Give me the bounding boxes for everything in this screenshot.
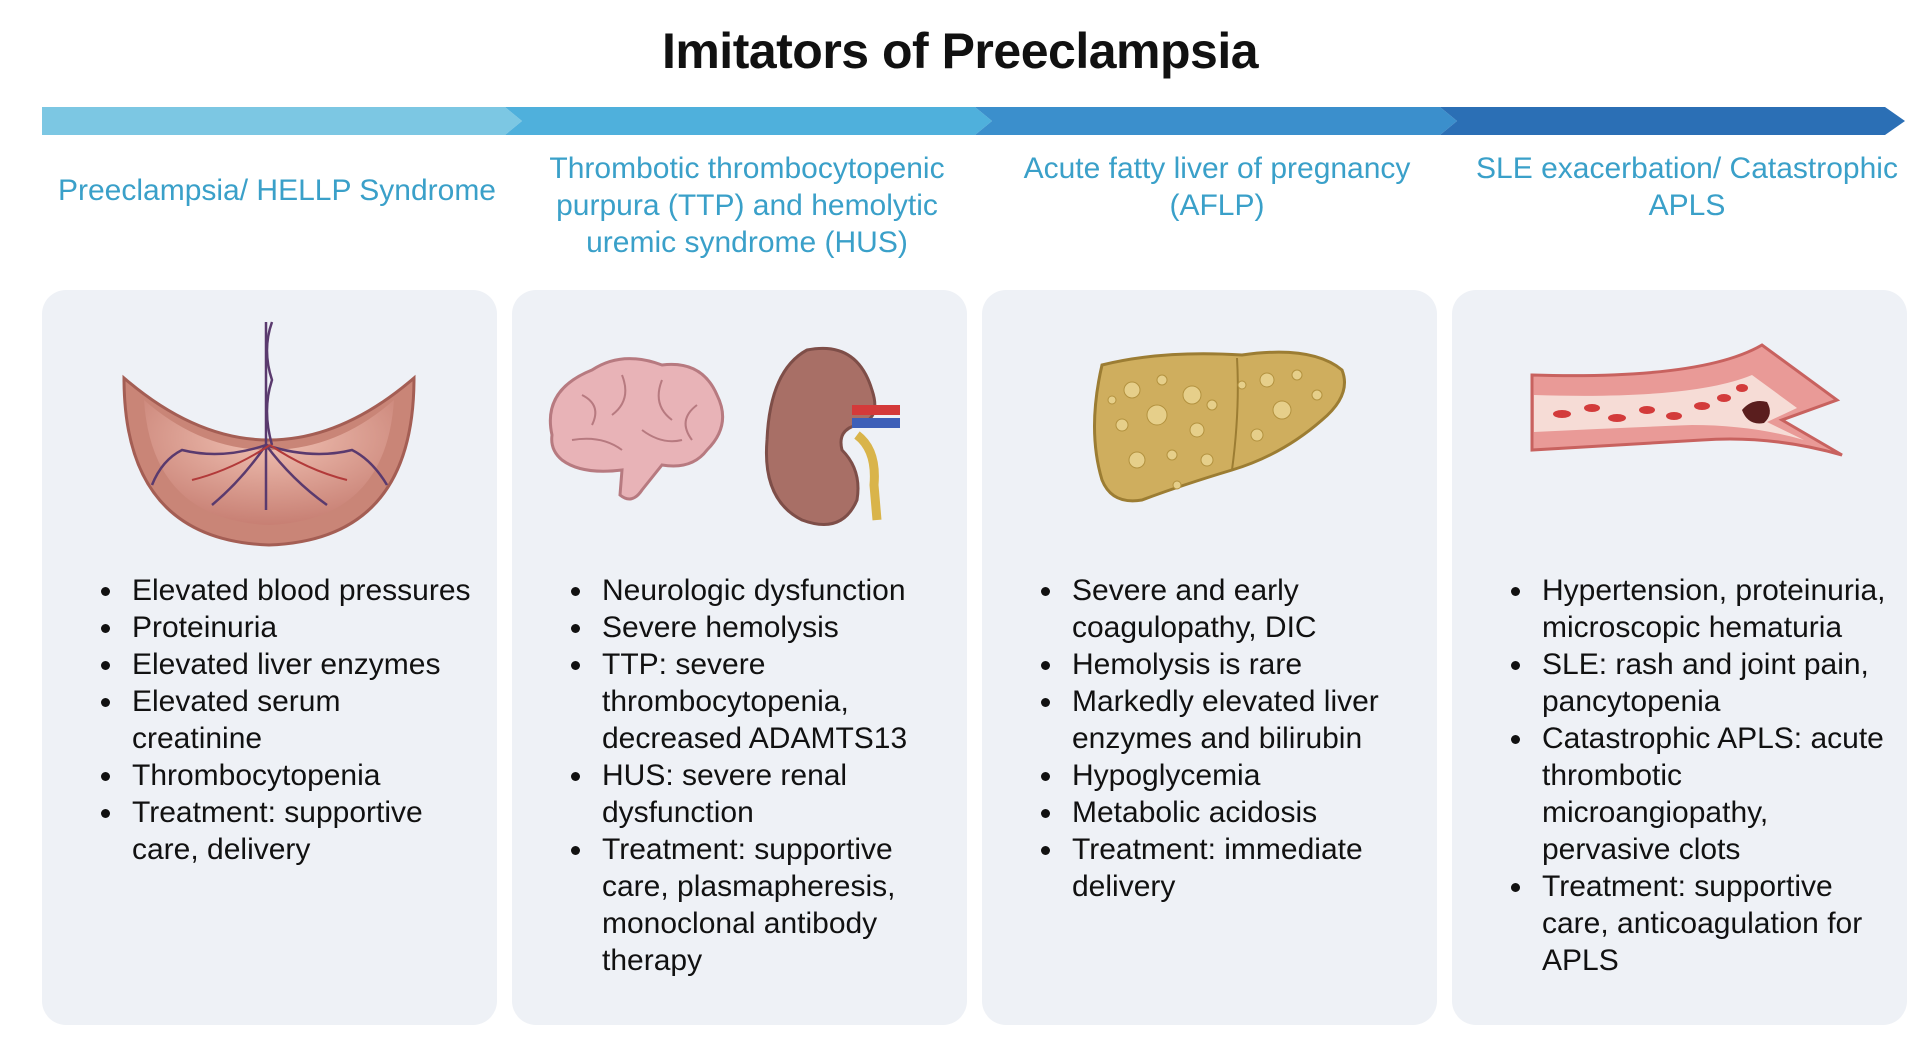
list-item: Hemolysis is rare [1041, 646, 1417, 683]
feature-list: Neurologic dysfunction Severe hemolysis … [512, 572, 967, 979]
chevron-2 [505, 107, 992, 135]
list-item: Hypertension, proteinuria, microscopic h… [1511, 574, 1886, 644]
list-item: TTP: severe thrombocytopenia, decreased … [571, 646, 947, 757]
chevron-3 [975, 107, 1457, 135]
list-item: Elevated blood pressures [101, 572, 477, 609]
feature-list: Hypertension, proteinuria, microscopic h… [1452, 572, 1907, 979]
list-item: Severe hemolysis [571, 609, 947, 646]
list-item: HUS: severe renal dysfunction [571, 757, 947, 831]
list-item: Catastrophic APLS: acute thrombotic micr… [1511, 720, 1887, 868]
list-item: Treatment: supportive care, delivery [101, 794, 477, 868]
column-ttp-hus: Thrombotic thrombocytopenic purpura (TTP… [512, 150, 982, 1025]
column-preeclampsia-hellp: Preeclampsia/ HELLP Syndrome [42, 150, 512, 1025]
brain-and-kidney-icon [548, 346, 900, 526]
list-item: Metabolic acidosis [1041, 794, 1417, 831]
column-panel: Severe and early coagulopathy, DIC Hemol… [982, 290, 1437, 1025]
feature-list: Severe and early coagulopathy, DIC Hemol… [982, 572, 1437, 905]
blood-vessel-clot-icon [1530, 343, 1843, 457]
brain-icon [548, 357, 725, 501]
column-panel: Neurologic dysfunction Severe hemolysis … [512, 290, 967, 1025]
fatty-liver-icon [1093, 350, 1346, 503]
list-item: Markedly elevated liver enzymes and bili… [1041, 683, 1417, 757]
chevron-4 [1440, 107, 1905, 135]
list-item: SLE: rash and joint pain, pancytopenia [1511, 646, 1887, 720]
column-panel: Hypertension, proteinuria, microscopic h… [1452, 290, 1907, 1025]
list-item: Treatment: supportive care, anticoagulat… [1511, 868, 1887, 979]
feature-list: Elevated blood pressures Proteinuria Ele… [42, 572, 497, 868]
list-item: Proteinuria [101, 609, 477, 646]
column-heading: Preeclampsia/ HELLP Syndrome [58, 174, 496, 207]
timeline-chevron-bar [42, 107, 1905, 135]
list-item: Treatment: immediate delivery [1041, 831, 1417, 905]
list-item: Elevated liver enzymes [101, 646, 477, 683]
column-heading: Acute fatty liver of pregnancy (AFLP) [1023, 152, 1411, 222]
page-title: Imitators of Preeclampsia [661, 23, 1259, 79]
list-item: Elevated serum creatinine [101, 683, 477, 757]
column-heading: SLE exacerbation/ Catastrophic APLS [1476, 152, 1898, 222]
kidney-icon [764, 346, 900, 526]
chevron-1 [42, 107, 522, 135]
column-aflp: Acute fatty liver of pregnancy (AFLP) Se… [982, 150, 1452, 1025]
list-item: Treatment: supportive care, plasmapheres… [571, 831, 947, 979]
column-heading: Thrombotic thrombocytopenic purpura (TTP… [549, 152, 945, 259]
list-item: Hypoglycemia [1041, 757, 1417, 794]
list-item: Neurologic dysfunction [571, 572, 947, 609]
column-sle-apls: SLE exacerbation/ Catastrophic APLS Hype… [1452, 150, 1920, 1025]
column-panel: Elevated blood pressures Proteinuria Ele… [42, 290, 497, 1025]
list-item: Severe and early coagulopathy, DIC [1041, 572, 1417, 646]
placenta-icon [122, 321, 416, 547]
list-item: Thrombocytopenia [101, 757, 477, 794]
